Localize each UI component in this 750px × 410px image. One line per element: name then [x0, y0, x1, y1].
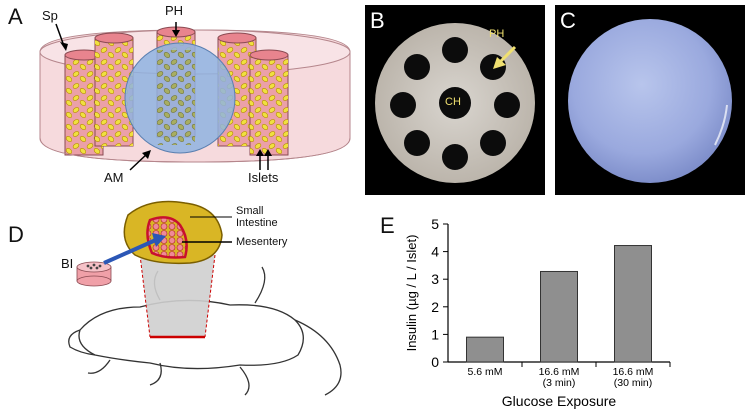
panel-label-b: B: [370, 8, 385, 33]
label-mesentery: Mesentery: [236, 236, 288, 248]
bi-disc: [76, 261, 112, 287]
label-ph-b: PH: [489, 28, 505, 40]
label-am: AM: [104, 170, 124, 185]
x-tick-label: 5.6 mM: [467, 366, 502, 378]
panel-d-implant-diagram: [68, 200, 342, 396]
panel-a-device-diagram: [39, 22, 351, 171]
x-axis-label: Glucose Exposure: [502, 393, 617, 409]
y-tick-label: 4: [431, 244, 439, 260]
bar: [614, 245, 652, 363]
label-bi: BI: [61, 256, 74, 271]
bar: [540, 270, 578, 363]
y-tick-label: 1: [431, 326, 439, 342]
label-ch: CH: [445, 96, 461, 108]
panel-label-d: D: [8, 222, 24, 247]
y-axis-label: Insulin (µg / L / Islet): [404, 235, 419, 352]
panel-b-photo: [365, 5, 545, 195]
panel-e-chart: 0 1 2 3 4 5 5.6 mM 16.6 mM(3 min) 16.6 mM(30 min…: [404, 216, 671, 409]
panel-label-e: E: [380, 213, 395, 238]
x-tick-label: 16.6 mM(30 min): [613, 366, 654, 389]
y-tick-label: 5: [431, 216, 439, 232]
panel-c-photo: [555, 5, 745, 195]
x-tick-label: 16.6 mM(3 min): [539, 366, 580, 389]
panel-label-a: A: [8, 4, 23, 29]
y-tick-label: 3: [431, 271, 439, 287]
label-sp: Sp: [42, 8, 58, 23]
small-intestine-text: Small Intestine: [236, 205, 278, 229]
label-small-intestine: Small Intestine: [236, 205, 296, 229]
y-tick-label: 2: [431, 299, 439, 315]
bar: [466, 336, 504, 363]
panel-label-c: C: [560, 8, 576, 33]
label-islets: Islets: [248, 170, 279, 185]
y-tick-label: 0: [431, 354, 439, 370]
label-ph-a: PH: [165, 3, 184, 18]
